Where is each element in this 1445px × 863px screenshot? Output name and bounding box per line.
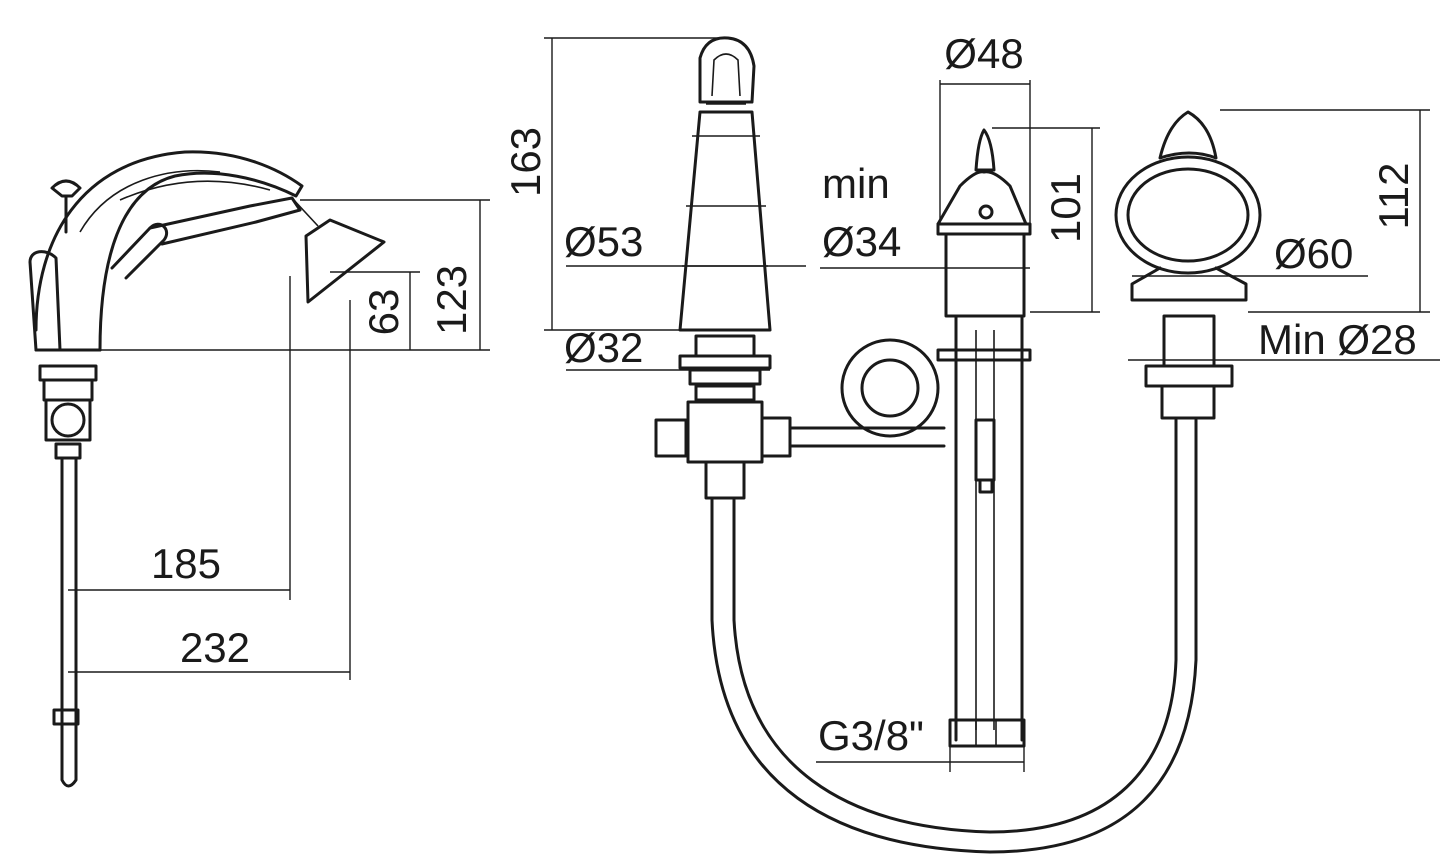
- shower-view: 112 Ø60 Min Ø28: [1114, 109, 1440, 420]
- hose: [710, 418, 1198, 854]
- spout-view: 163 Ø53 Ø32: [502, 36, 946, 500]
- dim-diameter-48: Ø48: [944, 30, 1023, 77]
- dim-height-163: 163: [502, 127, 549, 197]
- dim-height-112: 112: [1370, 163, 1417, 230]
- dim-height-101: 101: [1042, 173, 1089, 243]
- dim-diameter-60: Ø60: [1274, 230, 1353, 277]
- dim-diameter-53: Ø53: [564, 218, 643, 265]
- dim-diameter-34: Ø34: [822, 218, 901, 265]
- side-view: 123 63 185 232: [28, 150, 490, 788]
- dim-width-185: 185: [151, 540, 221, 587]
- dim-thread: G3/8": [818, 712, 924, 759]
- dim-height-63: 63: [360, 289, 407, 336]
- dim-min-diameter-28: Min Ø28: [1258, 316, 1417, 363]
- min-label: min: [822, 160, 890, 207]
- dim-height-123: 123: [428, 265, 475, 335]
- handle-view: Ø48 101 min Ø34 G3/8": [816, 30, 1100, 772]
- dim-diameter-32: Ø32: [564, 324, 643, 371]
- dim-width-232: 232: [180, 624, 250, 671]
